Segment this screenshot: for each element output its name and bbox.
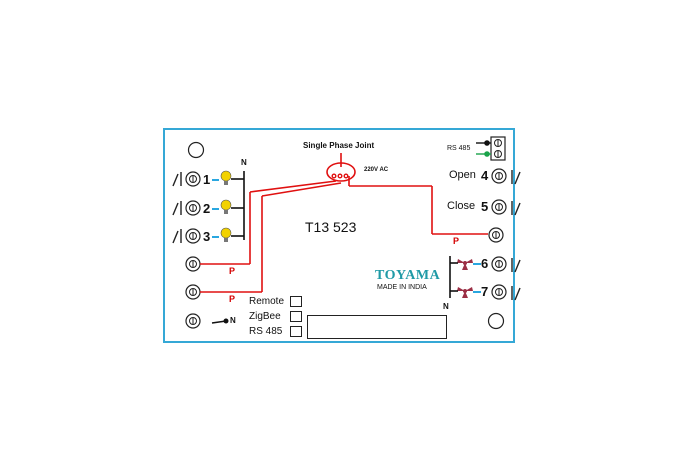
- switch-symbol: [511, 201, 521, 216]
- joint-pins: [331, 173, 349, 179]
- neutral-bus: [231, 171, 245, 240]
- terminal-phase-2: [185, 284, 201, 300]
- option-zigbee-label: ZigBee: [249, 311, 281, 322]
- terminal-1: [185, 171, 201, 187]
- close-label: Close: [447, 200, 476, 212]
- rs485-checkbox: [290, 326, 302, 337]
- terminal-neutral: [185, 313, 201, 329]
- rs485-label: RS 485: [447, 145, 471, 152]
- zigbee-checkbox: [290, 311, 302, 322]
- terminal-6: [491, 256, 507, 272]
- option-rs485-label: RS 485: [249, 326, 283, 337]
- switch-symbol: [511, 170, 521, 185]
- option-remote-label: Remote: [249, 296, 285, 307]
- terminal-phase-1: [185, 256, 201, 272]
- fan-icon: [457, 287, 473, 298]
- phase-label-2: P: [229, 294, 236, 304]
- terminal-phase-right: [488, 227, 504, 243]
- single-phase-joint: [326, 162, 356, 182]
- neutral-label-right: N: [443, 302, 449, 311]
- number-1: 1: [203, 172, 211, 187]
- phase-wiring: [200, 153, 488, 293]
- switch-symbol: [511, 286, 521, 301]
- neutral-label-left: N: [241, 158, 247, 167]
- voltage-label: 220V AC: [364, 167, 389, 173]
- open-label: Open: [449, 169, 476, 181]
- bulb-icon: [220, 227, 232, 242]
- switch-symbol: [172, 172, 182, 187]
- terminal-3: [185, 228, 201, 244]
- bulb-icon: [220, 199, 232, 214]
- bulb-icon: [220, 170, 232, 185]
- switch-symbol: [511, 258, 521, 273]
- neutral-label-bottom: N: [230, 316, 236, 325]
- joint-title: Single Phase Joint: [303, 141, 375, 150]
- number-6: 6: [481, 256, 489, 271]
- terminal-5: [491, 199, 507, 215]
- switch-symbol: [172, 229, 182, 244]
- phase-label-3: P: [453, 236, 460, 246]
- number-4: 4: [481, 168, 489, 183]
- phase-label-1: P: [229, 266, 236, 276]
- rs485-connector: [476, 136, 506, 161]
- neutral-connector: [211, 318, 229, 324]
- module-slot: [307, 315, 447, 339]
- number-7: 7: [481, 284, 489, 299]
- terminal-4: [491, 168, 507, 184]
- neutral-bus-right: [449, 256, 458, 298]
- terminal-2: [185, 200, 201, 216]
- number-2: 2: [203, 201, 211, 216]
- switch-symbol: [172, 201, 182, 216]
- remote-checkbox: [290, 296, 302, 307]
- fan-icon: [457, 259, 473, 270]
- number-3: 3: [203, 229, 211, 244]
- model-number: T13 523: [305, 219, 357, 235]
- made-in-label: MADE IN INDIA: [377, 284, 427, 291]
- brand-logo: TOYAMA: [375, 268, 441, 283]
- number-5: 5: [481, 199, 489, 214]
- terminal-7: [491, 284, 507, 300]
- mounting-hole: [187, 141, 205, 159]
- mounting-hole: [487, 312, 505, 330]
